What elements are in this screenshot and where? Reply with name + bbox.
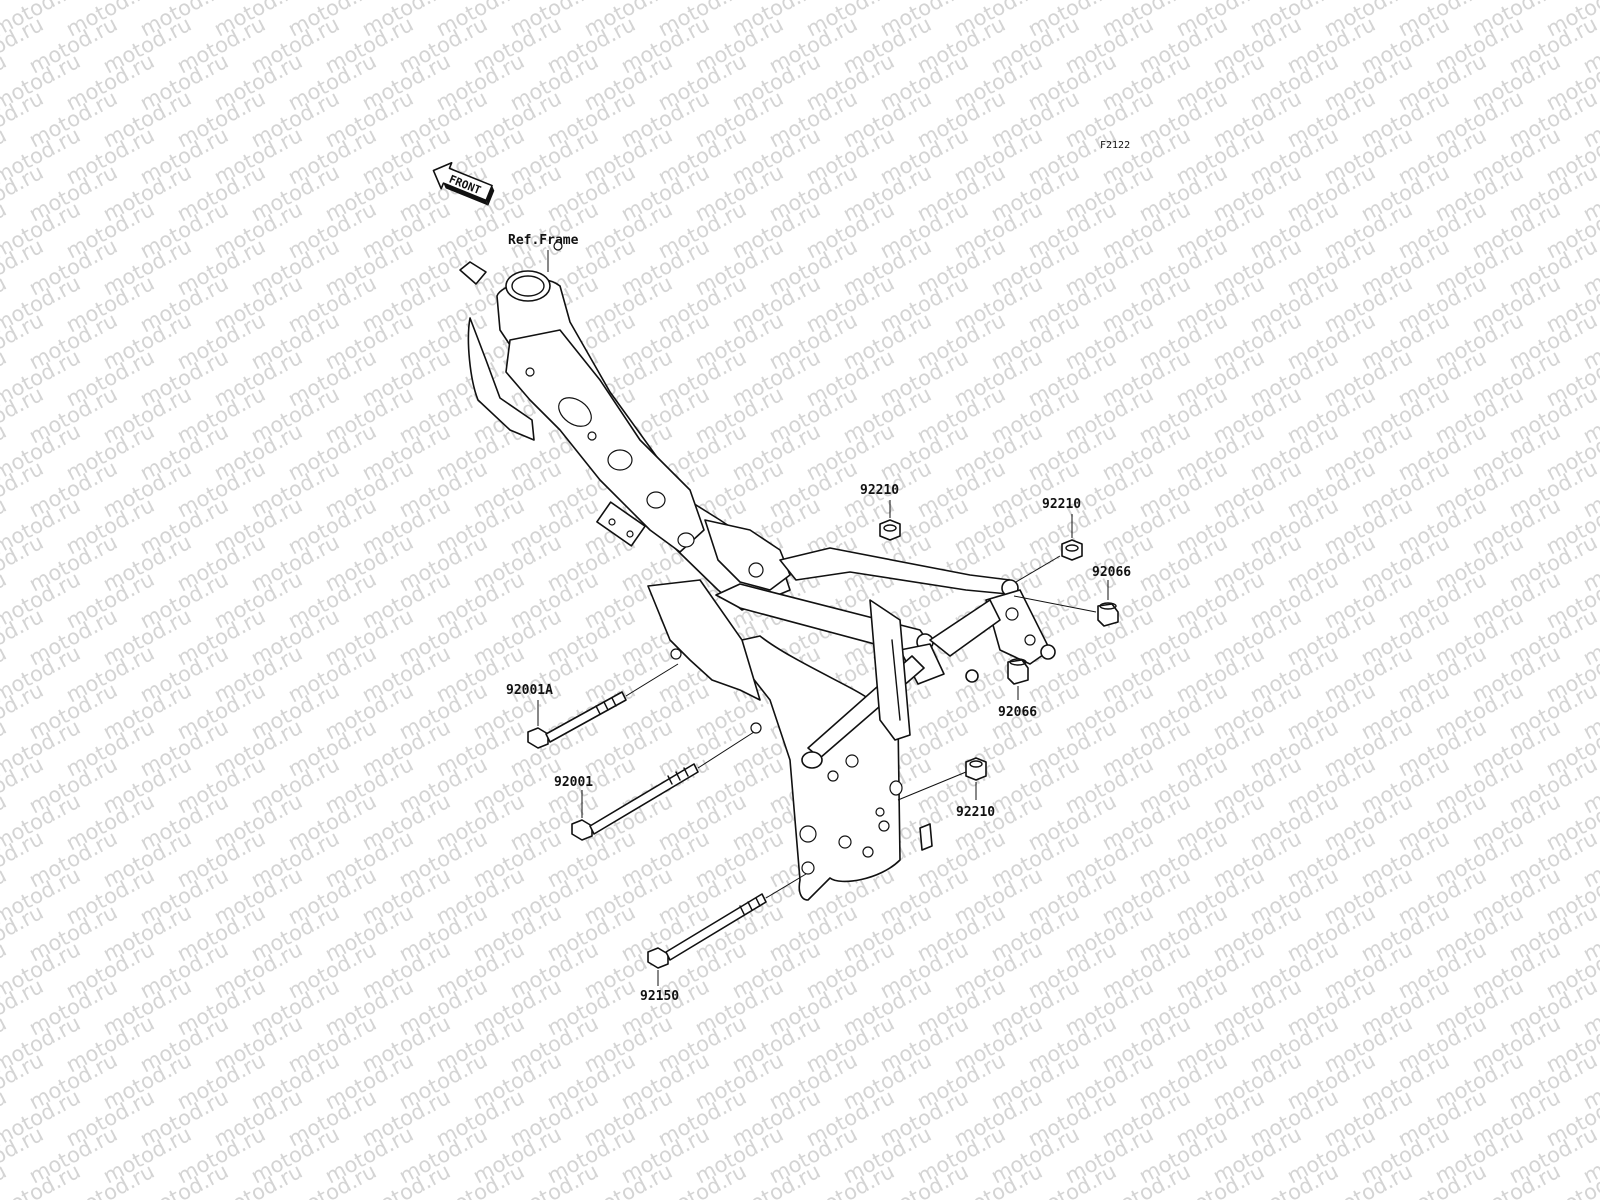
bolt-upper — [527, 691, 627, 749]
nut-top-center — [879, 519, 901, 541]
callout-92066-lower: 92066 — [998, 705, 1037, 720]
callout-92210-top-right: 92210 — [1042, 497, 1081, 512]
nut-lower — [965, 757, 987, 781]
bolt-lower — [647, 893, 767, 969]
callout-92210-top-center: 92210 — [860, 483, 899, 498]
callout-92210-lower: 92210 — [956, 805, 995, 820]
callout-92001: 92001 — [554, 775, 593, 790]
callout-92150: 92150 — [640, 989, 679, 1004]
watermark-text: motod.ru — [1579, 0, 1600, 4]
cap-right — [1097, 602, 1119, 627]
cap-lower — [1007, 658, 1029, 685]
callout-92066-right: 92066 — [1092, 565, 1131, 580]
bolt-middle — [571, 763, 699, 841]
figure-code: F2122 — [1100, 140, 1130, 151]
nut-top-right — [1061, 539, 1083, 561]
ref-frame-label: Ref.Frame — [508, 233, 579, 248]
motorcycle-frame — [459, 241, 1056, 901]
watermark-text: motod.ru — [0, 1159, 10, 1200]
callout-92001A: 92001A — [506, 683, 553, 698]
